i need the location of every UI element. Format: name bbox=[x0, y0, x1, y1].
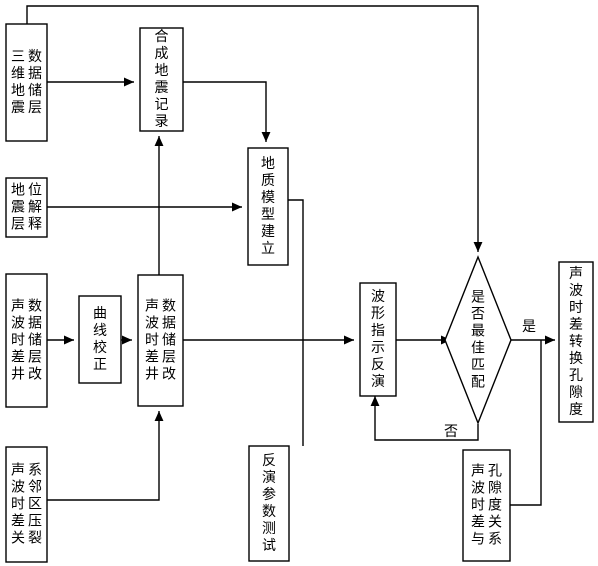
node-synthetic-record-label: 合成地震记录 bbox=[155, 29, 169, 130]
node-curve-correction: 曲线校正 bbox=[78, 295, 122, 384]
edge-seismic-to-best-match bbox=[26, 5, 483, 252]
node-layer-interpretation-label: 地震层位解释 bbox=[11, 183, 42, 233]
node-sonic-before: 声波时差井数据储层改 bbox=[5, 273, 48, 408]
node-waveform-inversion-label: 波形指示反演 bbox=[371, 289, 385, 390]
node-porosity-relation-label: 声波时差与孔隙度关系 bbox=[471, 464, 502, 548]
node-layer-interpretation: 地震层位解释 bbox=[5, 177, 48, 238]
node-geo-model-label: 地质模型建立 bbox=[261, 156, 275, 257]
node-neighbor-sonic-label: 声波时差关系邻区压裂 bbox=[11, 463, 42, 547]
node-sonic-after-label: 声波时差井数据储层改 bbox=[145, 299, 176, 383]
edge-neighbor-to-sonic-after bbox=[47, 411, 164, 501]
connectors bbox=[26, 5, 555, 506]
node-sonic-after: 声波时差井数据储层改 bbox=[137, 274, 184, 407]
node-waveform-inversion: 波形指示反演 bbox=[359, 282, 397, 397]
edge-best-match-no bbox=[370, 396, 479, 441]
node-porosity-output: 声波时差转换孔隙度 bbox=[558, 261, 594, 423]
node-neighbor-sonic: 声波时差关系邻区压裂 bbox=[5, 446, 48, 563]
edge-synthetic-to-model bbox=[183, 81, 271, 142]
edge-label-yes: 是 bbox=[522, 319, 536, 335]
node-seismic-data: 三维地震数据储层 bbox=[5, 23, 48, 142]
node-synthetic-record: 合成地震记录 bbox=[139, 27, 184, 132]
node-inversion-params-label: 反演参数测试 bbox=[262, 453, 276, 554]
node-porosity-output-label: 声波时差转换孔隙度 bbox=[569, 266, 583, 418]
edge-model-to-inversion bbox=[288, 199, 304, 446]
edge-porosity-relation-to-output bbox=[510, 340, 542, 506]
node-porosity-relation: 声波时差与孔隙度关系 bbox=[462, 449, 511, 562]
node-best-match: 是否最佳匹配 bbox=[444, 255, 512, 425]
node-geo-model: 地质模型建立 bbox=[247, 147, 289, 266]
node-best-match-label: 是否最佳匹配 bbox=[471, 290, 485, 391]
node-curve-correction-label: 曲线校正 bbox=[93, 306, 107, 373]
node-seismic-data-label: 三维地震数据储层 bbox=[11, 49, 42, 116]
node-sonic-before-label: 声波时差井数据储层改 bbox=[11, 299, 42, 383]
edge-label-no: 否 bbox=[444, 424, 458, 440]
node-inversion-params: 反演参数测试 bbox=[248, 445, 290, 562]
